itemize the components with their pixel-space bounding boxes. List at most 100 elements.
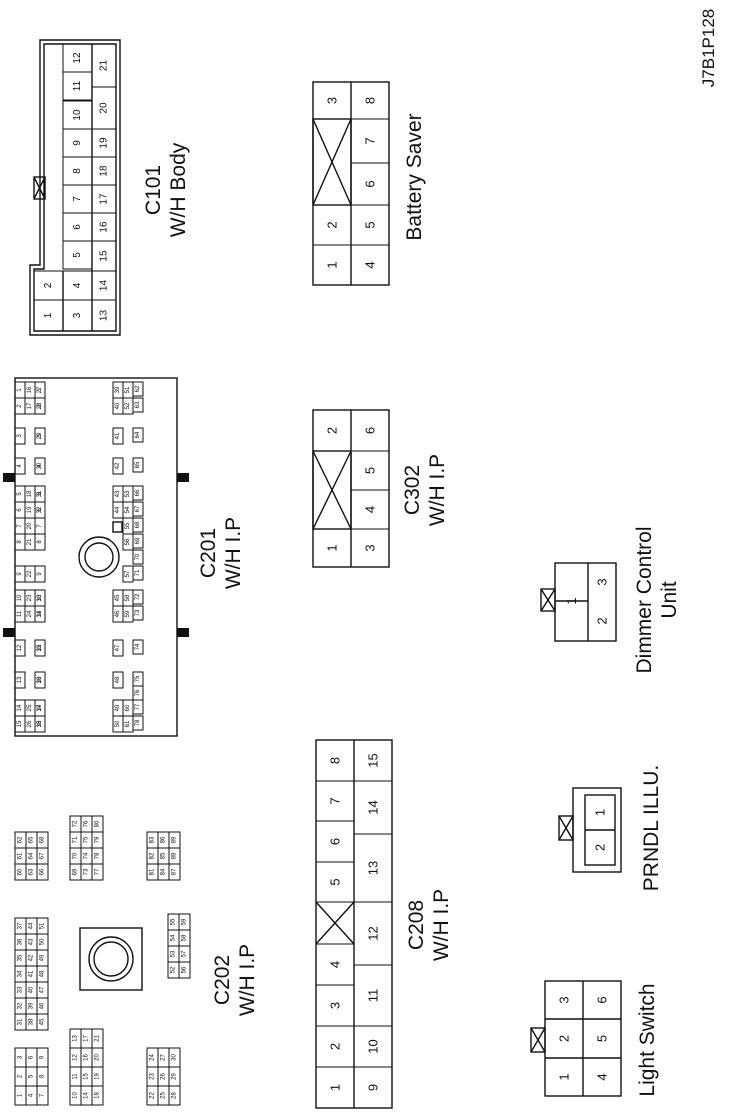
c202-pin-label: 13 [73, 1035, 79, 1042]
dimmer-pin-label: 2 [595, 617, 610, 624]
c201-pin-label: 64 [135, 431, 141, 438]
c202-pin-cavity [168, 831, 181, 849]
pin-numbers: 1234567891011121314151617181920211234567… [17, 52, 610, 1099]
c202-pin-label: 34 [18, 970, 24, 977]
c202-pin-label: 19 [95, 1073, 101, 1080]
c201-tab [177, 473, 189, 482]
c101-latch-x [33, 176, 46, 200]
c202-pin-label: 43 [29, 938, 35, 945]
c202-pin-label: 4 [29, 1093, 35, 1097]
c302-pin-label: 2 [325, 427, 340, 434]
c208-pin-label: 8 [328, 757, 343, 764]
c208-pin-label: 14 [366, 800, 381, 814]
c202-pin-label: 28 [172, 1092, 178, 1099]
c101-pin-label: 13 [99, 310, 110, 322]
c201-pin-cavity [132, 501, 144, 517]
c201-pin-label: 17 [27, 402, 33, 409]
c201-pin-label: 46 [115, 610, 121, 617]
c202-pin-label: 5 [29, 1074, 35, 1078]
c201-pin-label: 56 [125, 538, 131, 545]
c101-pin-label: 6 [72, 224, 83, 230]
c302-blank-x [312, 450, 352, 530]
c201-pin-label: 69 [135, 537, 141, 544]
battery-saver-label: Battery Saver [403, 113, 426, 240]
c202-pin-cavity [91, 1028, 104, 1049]
c201-tab [3, 473, 15, 482]
c101-pin-label: 18 [99, 165, 110, 177]
c202-pin-label: 26 [161, 1073, 167, 1080]
c201-pin-label: 72 [135, 593, 141, 600]
c202-pin-label: 3 [18, 1055, 24, 1059]
c201-pin-label: 75 [135, 675, 141, 682]
c208-pin-label: 9 [366, 1084, 381, 1091]
c202-pin-cavity [168, 1047, 181, 1068]
c202-pin-label: 35 [18, 954, 24, 961]
c101-pin-label: 17 [99, 193, 110, 205]
c201-pin-label: 26 [27, 720, 33, 727]
c201-pin-label: 29 [37, 432, 43, 439]
c202-pin-label: 57 [182, 950, 188, 957]
connector-outlines [14, 39, 622, 1109]
c201-pin-label: 14 [17, 704, 23, 711]
c202-pin-label: 84 [161, 868, 167, 875]
battery-saver-pin-cavity [350, 81, 390, 120]
c201-harness: W/H I.P [222, 517, 245, 589]
dimmer-pin-label: 3 [595, 578, 610, 585]
c201-pin-label: 12 [17, 644, 23, 651]
c201-pin-label: 13 [17, 676, 23, 683]
c201-pin-label: 37 [37, 704, 43, 711]
c202-pin-label: 68 [40, 836, 46, 843]
c201-pin-label: 51 [125, 386, 131, 393]
c101-pin-label: 5 [72, 252, 83, 258]
c201-pin-label: 15 [17, 720, 23, 727]
c201-pin-label: 63 [135, 401, 141, 408]
c202-pin-label: 52 [171, 966, 177, 973]
c201-pin-cavity [34, 605, 46, 623]
c202-pin-label: 60 [18, 868, 24, 875]
c201-pin-cavity [34, 457, 46, 475]
c202-pin-label: 79 [95, 836, 101, 843]
c201-pin-cavity [132, 381, 144, 397]
c201-pin-label: 53 [125, 490, 131, 497]
c201-pin-label: 9 [37, 572, 43, 576]
c201-pin-cavity [24, 565, 36, 583]
c302-pin-label: 6 [363, 427, 378, 434]
c201-pin-label: 5 [37, 492, 43, 496]
c201-pin-cavity [34, 501, 46, 519]
c202-pin-label: 20 [95, 1054, 101, 1061]
c208-pin-label: 4 [328, 961, 343, 968]
c201-pin-cavity [132, 485, 144, 501]
battery-saver-pin-label: 4 [363, 261, 378, 268]
c202-pin-cavity [36, 831, 49, 849]
c202-pin-label: 21 [95, 1035, 101, 1042]
c201-mounting-tabs [3, 473, 189, 637]
dimmer-label-line2: Unit [658, 581, 681, 619]
c201-pin-label: 27 [37, 386, 43, 393]
c101-pin-label: 4 [72, 282, 83, 288]
c201-pin-label: 41 [115, 432, 121, 439]
c101-pin-label: 10 [72, 109, 83, 121]
c302-code: C302 [401, 465, 424, 515]
c202-pin-label: 76 [84, 820, 90, 827]
c201-pin-label: 70 [135, 553, 141, 560]
c201-pin-label: 25 [27, 704, 33, 711]
c202-harness: W/H I.P [236, 944, 259, 1016]
c201-pin-label: 12 [37, 644, 43, 651]
dimmer-label-line1: Dimmer Control [633, 526, 656, 673]
c202-pin-label: 25 [161, 1092, 167, 1099]
c202-pin-label: 48 [40, 970, 46, 977]
dimmer-latch [540, 588, 556, 612]
c202-pin-label: 87 [172, 868, 178, 875]
c202-pin-label: 1 [18, 1093, 24, 1097]
c201-pin-cavity [34, 715, 46, 733]
c201-pin-cavity [132, 699, 144, 715]
c202-pin-label: 12 [73, 1054, 79, 1061]
c201-pin-cavity [132, 427, 144, 443]
c201-pin-label: 24 [27, 610, 33, 617]
c202-pin-cavity [178, 913, 191, 931]
c201-pin-label: 58 [125, 594, 131, 601]
c201-pin-cavity [112, 427, 124, 445]
c202-pin-label: 22 [150, 1092, 156, 1099]
c101-harness: W/H Body [167, 142, 190, 237]
c202-pin-label: 44 [29, 922, 35, 929]
